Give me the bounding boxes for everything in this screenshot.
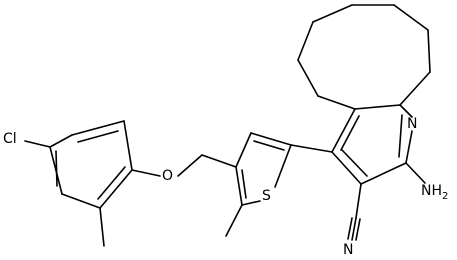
chlorine-label: Cl: [3, 131, 17, 147]
aryl-oxygen-bond: [131, 169, 161, 177]
nitrile-nitrogen-label: N: [343, 242, 353, 258]
pyridine-nitrogen-label: N: [407, 116, 417, 132]
chlorophenyl-ring-bonds: [49, 120, 133, 209]
cyclooctane-ring-bonds: [297, 4, 431, 110]
ether-oxygen-label: O: [162, 168, 173, 184]
nitrile-carbon-bond: [355, 183, 362, 219]
amine-bond: [405, 162, 426, 184]
thiophene-ring-bonds: [235, 132, 292, 206]
thiophene-methyl-bond: [225, 204, 243, 237]
amino-nh-text: NH: [421, 183, 442, 199]
nitrile-triple-bond: [347, 217, 361, 241]
amino-group-label: NH2: [421, 183, 448, 202]
pyridine-ring-bonds: [331, 104, 413, 185]
amino-subscript: 2: [442, 191, 448, 202]
thiophene-pyridine-bond: [290, 144, 333, 153]
chlorine-bond: [24, 140, 51, 148]
methylene-thiophene-bond: [201, 154, 237, 168]
aryl-methyl-bond: [99, 207, 105, 247]
oxygen-methylene-bond: [177, 154, 203, 177]
thiophene-sulfur-label: S: [262, 188, 271, 204]
